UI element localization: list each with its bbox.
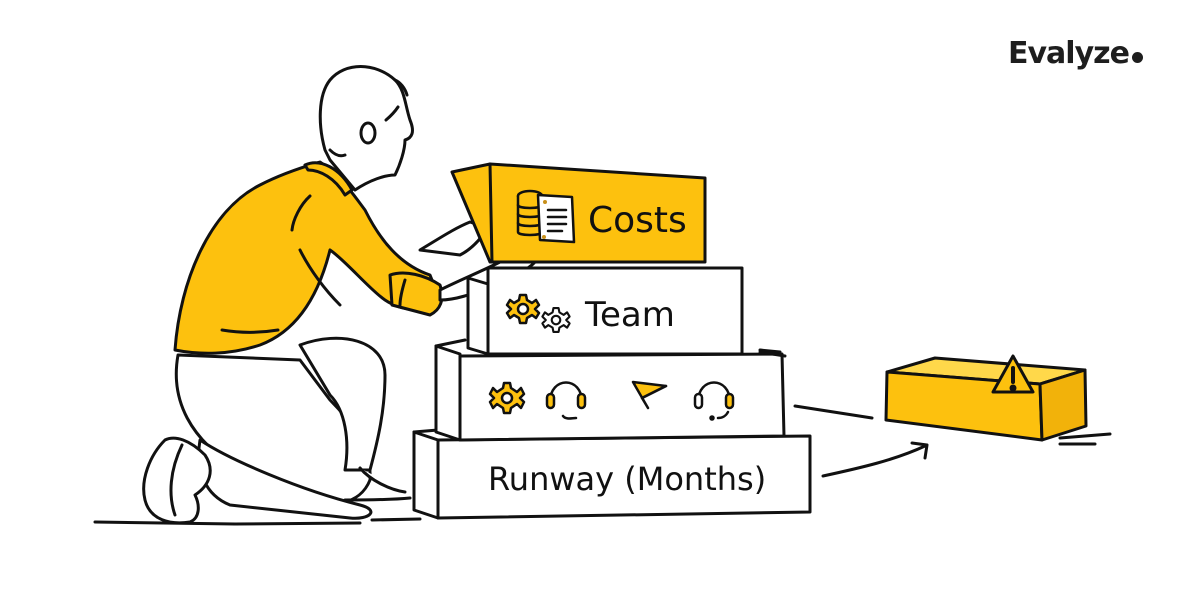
warning-box [884, 356, 1088, 442]
block-team [466, 266, 744, 356]
connector-line [793, 404, 874, 420]
headset-icon [693, 381, 735, 421]
brand-logo: Evalyze [1008, 36, 1143, 71]
person [142, 65, 547, 525]
gear-icon [541, 307, 571, 333]
brand-dot [1131, 52, 1143, 63]
document-icon [536, 193, 576, 244]
gear-icon [488, 381, 526, 415]
arrow-icon [821, 441, 929, 478]
costs-label: Costs [588, 200, 687, 241]
gear-icon [505, 293, 541, 325]
headset-icon [545, 381, 587, 420]
warning-icon [991, 354, 1035, 394]
ground-lines [93, 348, 1112, 526]
runway-label: Runway (Months) [488, 460, 766, 498]
brand-name: Evalyze [1008, 36, 1130, 71]
block-costs [450, 162, 707, 264]
paper-plane-icon [631, 380, 668, 410]
team-label: Team [584, 295, 675, 335]
block-services [434, 338, 787, 442]
